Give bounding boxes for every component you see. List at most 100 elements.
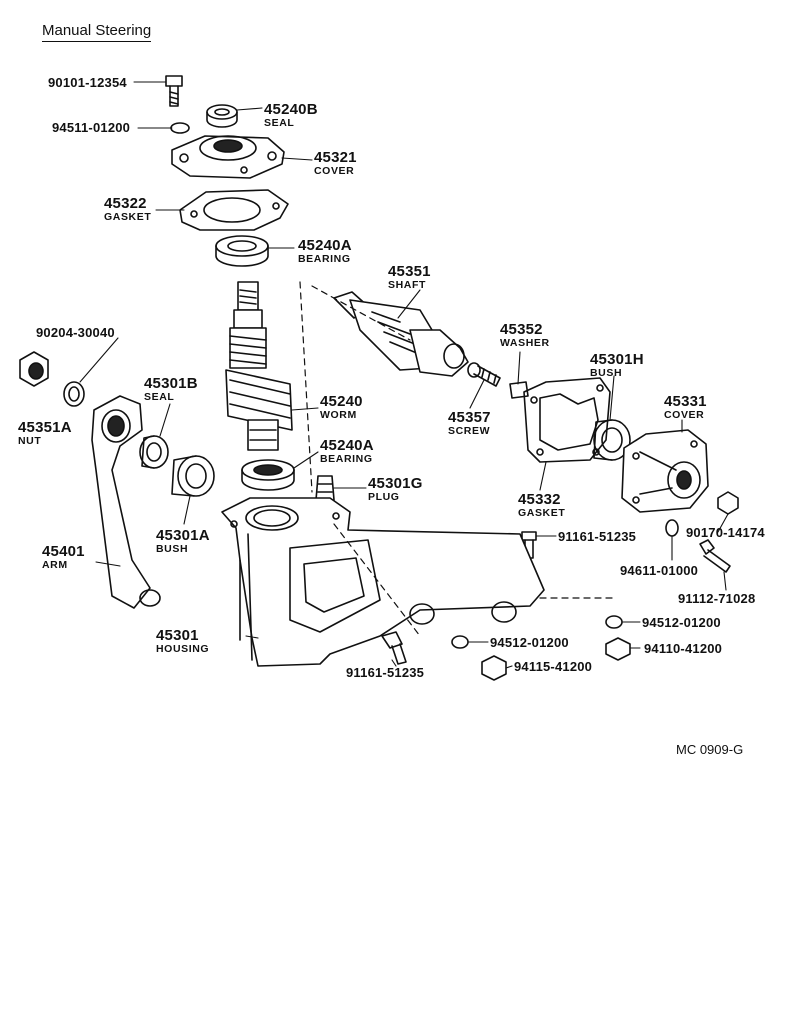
part-label-45301: 45301 HOUSING <box>156 628 209 655</box>
part-label-45352: 45352 WASHER <box>500 322 550 349</box>
sector-shaft-part <box>333 291 469 377</box>
part-label-94511-01200: 94511-01200 <box>52 121 130 134</box>
side-gasket-part <box>523 377 611 463</box>
arm-seal-part <box>139 435 169 469</box>
part-label-94110-41200: 94110-41200 <box>644 642 722 655</box>
side-cover-part <box>621 429 709 513</box>
part-label-45240a-top: 45240A BEARING <box>298 238 352 265</box>
part-number: 94115-41200 <box>514 659 593 674</box>
part-name: WORM <box>320 409 357 421</box>
part-number: 45331 <box>664 393 707 410</box>
part-number: 91161-51235 <box>558 529 637 544</box>
part-number: 45240B <box>264 101 318 118</box>
top-cover-part <box>171 135 285 179</box>
part-number: 94512-01200 <box>642 615 721 630</box>
part-label-45331: 45331 COVER <box>664 394 707 421</box>
shaft-washer-part <box>509 381 529 399</box>
cover-washer-part <box>665 519 679 537</box>
part-number: 45240 <box>320 393 363 410</box>
part-name: COVER <box>314 165 355 177</box>
plug-part <box>315 475 335 501</box>
arm-nut-part <box>19 351 49 387</box>
part-label-45351: 45351 SHAFT <box>388 264 431 291</box>
assembly-guide-lines <box>299 281 613 637</box>
part-number: 94110-41200 <box>644 641 723 656</box>
part-label-91161-51235-upper: 91161-51235 <box>558 530 636 543</box>
part-label-94512-01200-mount: 94512-01200 <box>642 616 721 629</box>
part-name: BEARING <box>320 453 373 465</box>
part-number: 90170-14174 <box>686 525 765 540</box>
bearing-part <box>215 235 269 267</box>
part-number: 45240A <box>320 437 374 454</box>
arm-washer-part <box>63 381 85 407</box>
part-number: 45240A <box>298 237 352 254</box>
part-number: 45357 <box>448 409 491 426</box>
gasket-part <box>179 189 289 231</box>
part-number: 45352 <box>500 321 543 338</box>
seal-part <box>206 104 238 128</box>
part-label-45240a-lower: 45240A BEARING <box>320 438 374 465</box>
part-name: NUT <box>18 435 42 447</box>
part-number: 45322 <box>104 195 147 212</box>
part-name: GASKET <box>104 211 152 223</box>
part-number: 45301B <box>144 375 198 392</box>
part-label-94611-01000: 94611-01000 <box>620 564 698 577</box>
part-label-45322: 45322 GASKET <box>104 196 151 223</box>
part-name: BUSH <box>156 543 189 555</box>
part-name: PLUG <box>368 491 400 503</box>
page-title: Manual Steering <box>42 22 152 42</box>
cover-bolt-part <box>699 539 731 573</box>
diagram-code: MC 0909-G <box>676 742 744 757</box>
part-label-45240: 45240 WORM <box>320 394 363 421</box>
part-name: SEAL <box>264 117 295 129</box>
part-label-45357: 45357 SCREW <box>448 410 491 437</box>
part-label-91161-51235-lower: 91161-51235 <box>346 666 424 679</box>
part-label-94115-41200: 94115-41200 <box>514 660 592 673</box>
part-number: 91112-71028 <box>678 591 756 606</box>
part-label-90170-14174: 90170-14174 <box>686 526 765 539</box>
bearing-part-lower <box>241 459 295 491</box>
part-name: COVER <box>664 409 705 421</box>
part-number: 90204-30040 <box>36 325 115 340</box>
mount-washer-part <box>605 615 623 629</box>
lock-washer-part <box>170 122 190 134</box>
part-label-45301g: 45301G PLUG <box>368 476 423 503</box>
part-name: HOUSING <box>156 643 210 655</box>
cover-nut-part <box>717 491 739 515</box>
housing-washer-part <box>451 635 469 649</box>
part-label-45301b: 45301B SEAL <box>144 376 198 403</box>
part-name: SHAFT <box>388 279 426 291</box>
part-label-45301h: 45301H BUSH <box>590 352 644 379</box>
part-number: 94611-01000 <box>620 563 699 578</box>
part-number: 94511-01200 <box>52 120 131 135</box>
part-number: 45301H <box>590 351 644 368</box>
gear-housing-part <box>221 497 545 667</box>
part-name: GASKET <box>518 507 566 519</box>
part-label-94512-01200-housing: 94512-01200 <box>490 636 569 649</box>
part-label-45401: 45401 ARM <box>42 544 85 571</box>
part-name: BUSH <box>590 367 623 379</box>
part-label-91112-71028: 91112-71028 <box>678 592 755 605</box>
part-name: SCREW <box>448 425 491 437</box>
adjusting-screw-part <box>467 362 501 387</box>
part-number: 94512-01200 <box>490 635 569 650</box>
part-number: 45351 <box>388 263 431 280</box>
worm-shaft-part <box>225 281 293 451</box>
arm-bush-part <box>171 455 215 497</box>
part-number: 45301A <box>156 527 210 544</box>
part-number: 45351A <box>18 419 72 436</box>
part-number: 90101-12354 <box>48 75 127 90</box>
part-label-45332: 45332 GASKET <box>518 492 565 519</box>
leader-lines <box>79 81 729 669</box>
part-number: 45401 <box>42 543 85 560</box>
part-label-45301a: 45301A BUSH <box>156 528 210 555</box>
housing-nut-part <box>481 655 507 681</box>
part-name: ARM <box>42 559 68 571</box>
part-name: BEARING <box>298 253 351 265</box>
part-number: 45301 <box>156 627 199 644</box>
part-label-45240b: 45240B SEAL <box>264 102 318 129</box>
bolt-part <box>165 75 183 107</box>
part-number: 45301G <box>368 475 423 492</box>
part-label-90204-30040: 90204-30040 <box>36 326 115 339</box>
